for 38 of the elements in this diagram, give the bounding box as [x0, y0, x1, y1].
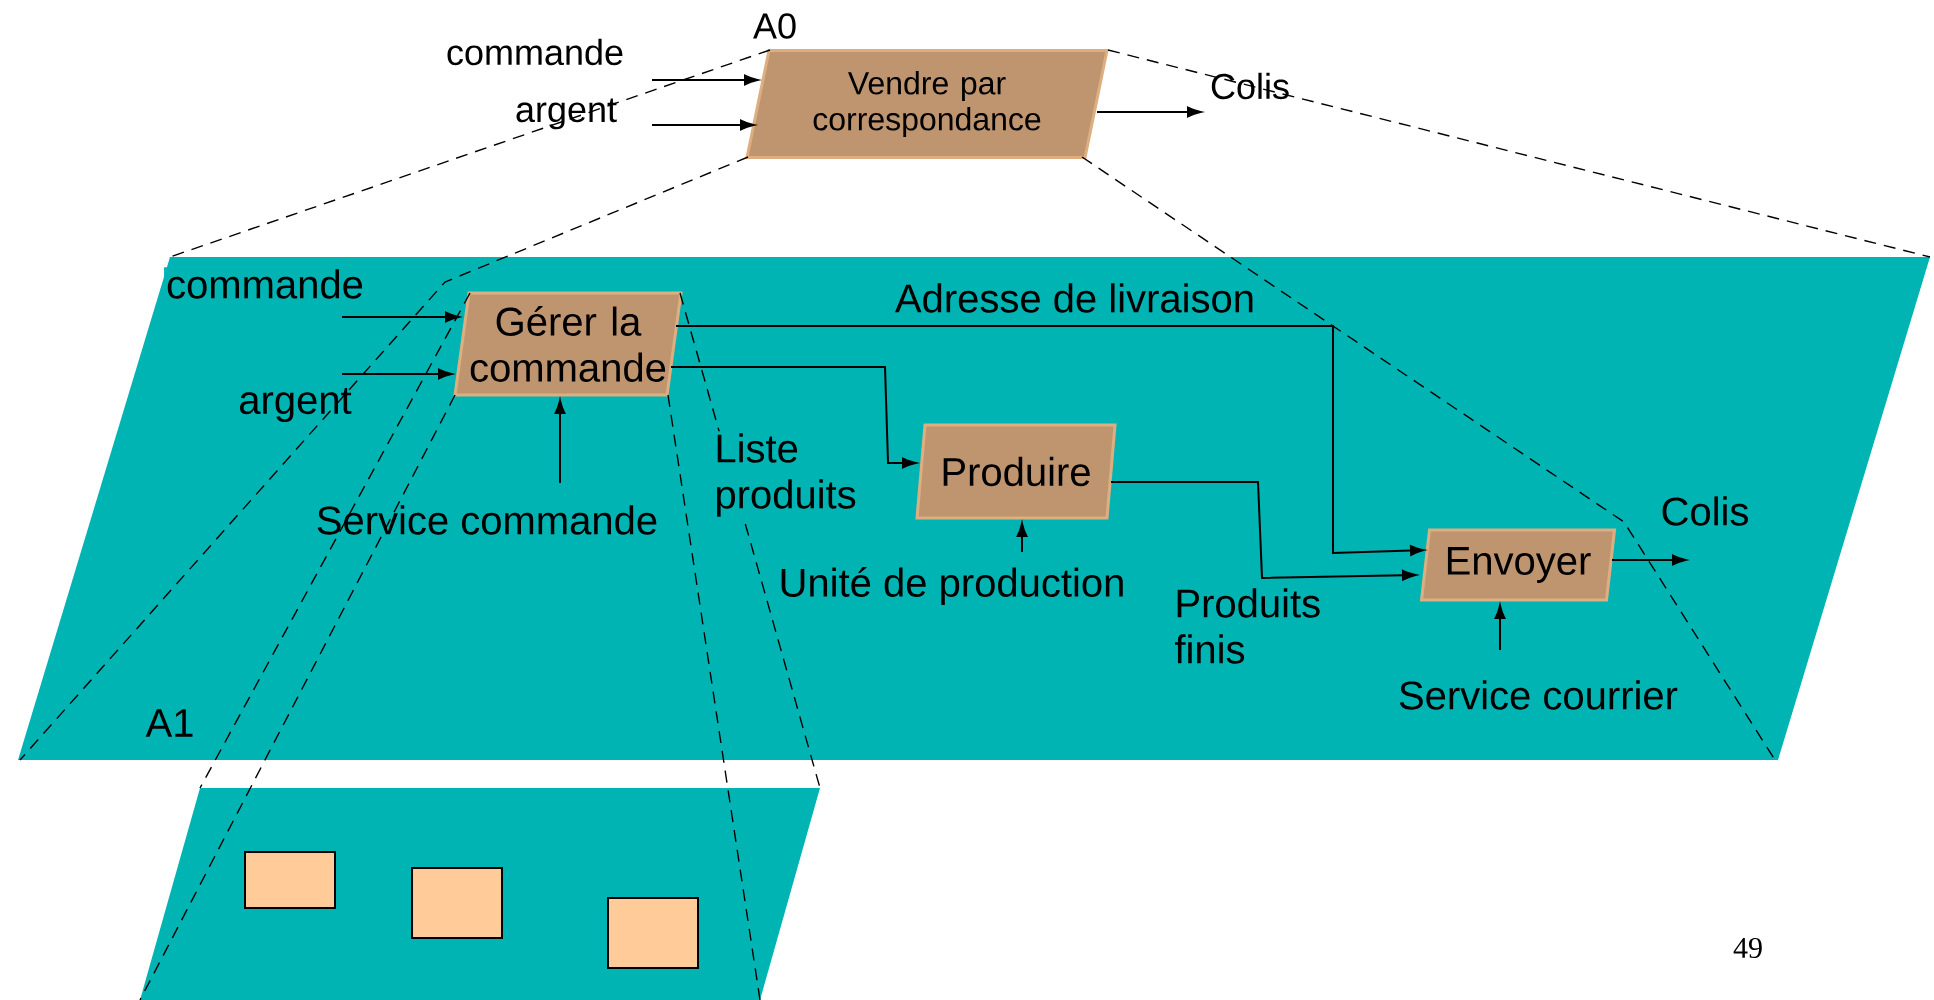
edge-label: Produits finis [1172, 586, 1341, 666]
arrow [1096, 106, 1202, 118]
text-label: argent [240, 387, 352, 423]
page-number: 49 [1733, 937, 1762, 959]
arrow [1110, 481, 1417, 581]
arrow [1611, 554, 1687, 566]
text-label: Unité de production [781, 567, 1123, 605]
text-label: commande [164, 267, 366, 301]
text-label: commande [447, 38, 623, 66]
text-label: argent [516, 98, 617, 130]
projection-line [139, 394, 456, 1000]
text-label: Colis [1208, 70, 1292, 102]
projection-line [1107, 49, 1931, 258]
process-box: Gérer la commande [453, 291, 683, 397]
process-box: Vendre par correspondance A0 [745, 13, 1109, 159]
activity-box [607, 897, 699, 969]
edge-label: Adresse de livraison [892, 281, 1258, 315]
text-label: Service courrier [1395, 678, 1681, 712]
arrow [651, 74, 759, 86]
arrow [1016, 522, 1028, 553]
arrow [1494, 604, 1506, 651]
projection-line [19, 156, 749, 761]
node-label: A0 [753, 13, 796, 39]
arrow [554, 399, 566, 484]
edge-label: Liste produits [712, 431, 881, 519]
text-label: Service commande [313, 503, 661, 537]
text-label: Colis [1662, 496, 1748, 526]
projection-line [667, 394, 761, 1000]
arrow [670, 366, 917, 469]
process-box: Produire [915, 423, 1117, 520]
arrow [341, 368, 453, 380]
arrow [341, 311, 460, 323]
projection-line [169, 49, 771, 258]
arrow [675, 325, 1425, 556]
projection-line [199, 292, 471, 789]
activity-box [411, 867, 503, 939]
arrow [651, 119, 755, 131]
activity-box [244, 851, 336, 909]
